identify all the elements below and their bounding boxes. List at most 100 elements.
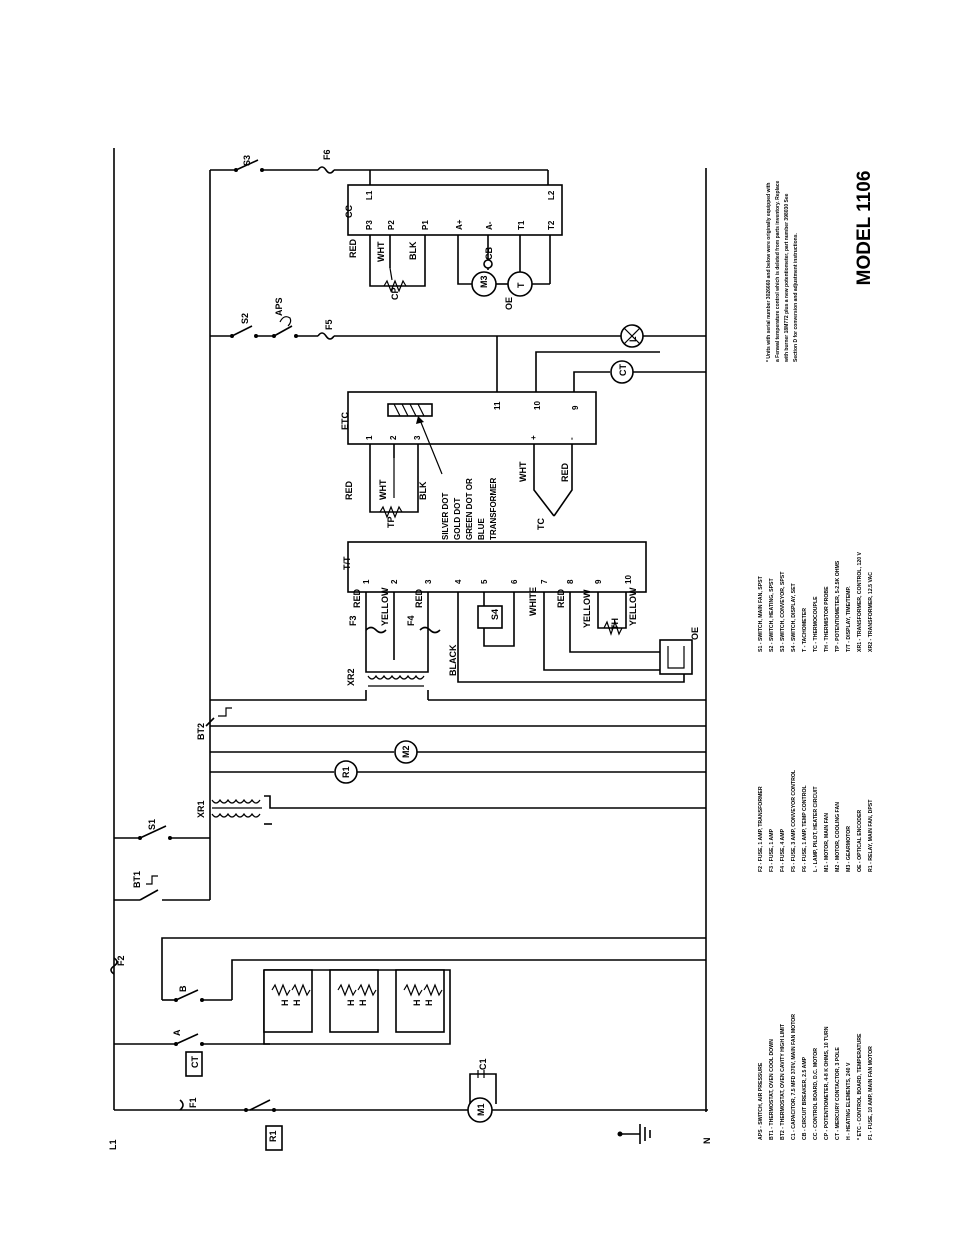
wire-blk-etc: BLK [418,481,428,500]
legend-col2-item-3: F5 - FUSE, 3 AMP, CONVEYOR CONTROL [791,769,797,872]
label-tt: T/T [342,556,352,570]
label-h5: H [412,1000,422,1007]
label-bt1: BT1 [132,871,142,888]
label-f5: F5 [324,319,334,330]
legend-col1-item-2: BT2 - THERMOSTAT, OVEN CAVITY HIGH LIMIT [780,1023,786,1140]
legend-col1-item-3: C1 - CAPACITOR, 7.5 MFD 370V, MAIN FAN M… [791,1014,797,1140]
heating-elements [263,969,451,1045]
note-line-0: * Units with serial number 3026660 and b… [766,183,772,363]
transformer-dot-desc-3: BLUE [477,518,486,540]
legend-col3-item-8: T/T - DISPLAY, TIME/TEMP. [846,586,852,652]
label-tc: TC [536,518,546,530]
control-board-cc [347,184,563,236]
etc-pin-6: 10 [533,401,542,410]
label-n: N [702,1138,712,1145]
label-h2: H [292,1000,302,1007]
label-cb: CB [484,247,494,260]
legend-col1-item-9: * ETC - CONTROL BOARD, TEMPERATURE [857,1033,863,1140]
tt-pin-5: 6 [510,579,519,584]
etc-pin-1: 2 [389,435,398,440]
wire-red-tt: RED [352,588,362,608]
legend-col1-item-8: H - HEATING ELEMENTS, 240 V [846,1062,852,1140]
wire-red-cc: RED [348,238,358,258]
label-etc: ETC [340,411,350,430]
wire-black-tt: BLACK [448,644,458,676]
label-xr1: XR1 [196,800,206,818]
transformer-dot-desc-4: TRANSFORMER [489,478,498,540]
relay-contact-r1 [249,1099,271,1111]
legend-col3-item-4: T - TACHOMETER [802,608,808,652]
label-h6: H [424,1000,434,1007]
switch-s1 [139,825,167,839]
wire-wht-tc: WHT [518,461,528,482]
label-h1: H [280,1000,290,1007]
legend-col1-item-4: CB - CIRCUIT BREAKER, 2.5 AMP [802,1056,808,1140]
wire-red-tt2: RED [414,588,424,608]
legend-col3-item-3: S4 - SWITCH, DISPLAY, SET [791,582,797,652]
transformer-dot-desc-0: SILVER DOT [441,492,450,540]
etc-pin-0: 1 [365,435,374,440]
legend-col1-item-1: BT1 - THERMOSTAT, OVEN COOL DOWN [769,1039,775,1140]
switch-s4 [477,605,503,629]
legend-col3-item-5: TC - THERMOCOUPLE [813,596,819,652]
r1-contact-box [265,1125,283,1151]
legend-col2-item-7: M2 - MOTOR, COOLING FAN [835,802,841,872]
cc-pin-1: P2 [387,220,396,230]
label-f6: F6 [322,149,332,160]
note-line-2: with burner 18M772 plus a new potentiome… [784,193,790,363]
fuse-f4 [419,626,441,634]
legend-col3-item-7: TP - POTENTIOMETER, 5-2.5K OHMS [835,560,841,652]
cc-pin-5: T1 [517,220,526,230]
etc-pin-3: + [529,435,538,440]
label-oe-tt: OE [690,627,700,640]
ct-contact-box [185,1051,203,1077]
wire-blk-cc: BLK [408,241,418,260]
legend-col2-item-0: F2 - FUSE, 1 AMP, TRANSFORMER [758,786,764,872]
tt-pin-7: 8 [566,579,575,584]
etc-pin-5: 11 [493,401,502,410]
label-xr2: XR2 [346,668,356,686]
wire-yellow-tt1: YELLOW [380,587,390,626]
cc-pin-3: A+ [455,219,464,230]
etc-pin-2: 3 [413,435,422,440]
label-b: B [178,985,188,992]
label-s3: S3 [242,155,252,166]
legend-col2-item-4: F6 - FUSE, 1 AMP, TEMP CONTROL [802,785,808,872]
cc-pin-4: A- [485,221,494,230]
label-l1: L1 [108,1139,118,1150]
legend-col2-item-6: M1 - MOTOR, MAIN FAN [824,813,830,872]
legend-col2-item-2: F4 - FUSE, 4 AMP [780,828,786,872]
label-m2: M2 [401,745,411,758]
label-t: T [516,282,526,288]
legend-col3-item-0: S1 - SWITCH, MAIN FAN, SPST [758,575,764,652]
fuse-f1 [179,1099,184,1111]
motor-main-fan-m1 [467,1097,493,1123]
label-s2: S2 [240,313,250,324]
legend-col2-item-9: OE - OPTICAL ENCODER [857,810,863,872]
legend-col2-item-10: R1 - RELAY, MAIN FAN, DPST [868,799,874,872]
circuit-breaker-cb [483,259,493,269]
transformer-xr1 [211,798,261,804]
transformer-dot-desc-2: GREEN DOT OR [465,478,474,540]
wire-white-tt: WHITE [528,587,538,616]
legend-col1-item-6: CP - POTENTIOMETER, 4-8 K OHMS, 10 TURN [824,1026,830,1140]
label-oe-cc: OE [504,297,514,310]
legend-col3-item-6: TH - THERMISTOR PROBE [824,586,830,652]
legend-col3-item-9: XR1 - TRANSFORMER, CONTROL, 120 V [857,551,863,652]
serial-number-note: * Units with serial number 3026660 and b… [766,180,799,363]
label-m3: M3 [479,275,489,288]
legend-col2-item-8: M3 - GEARMOTOR [846,826,852,872]
wire-red-tc: RED [560,462,570,482]
wire-red-etc: RED [344,480,354,500]
thermostat-bt1 [139,889,159,901]
cc-pin-7: L1 [365,190,374,200]
label-tp: TP [386,516,396,528]
transformer-dot-desc-1: GOLD DOT [453,498,462,540]
legend-col3-item-1: S2 - SWITCH, HEATING, SPST [769,577,775,652]
label-s1: S1 [147,819,157,830]
